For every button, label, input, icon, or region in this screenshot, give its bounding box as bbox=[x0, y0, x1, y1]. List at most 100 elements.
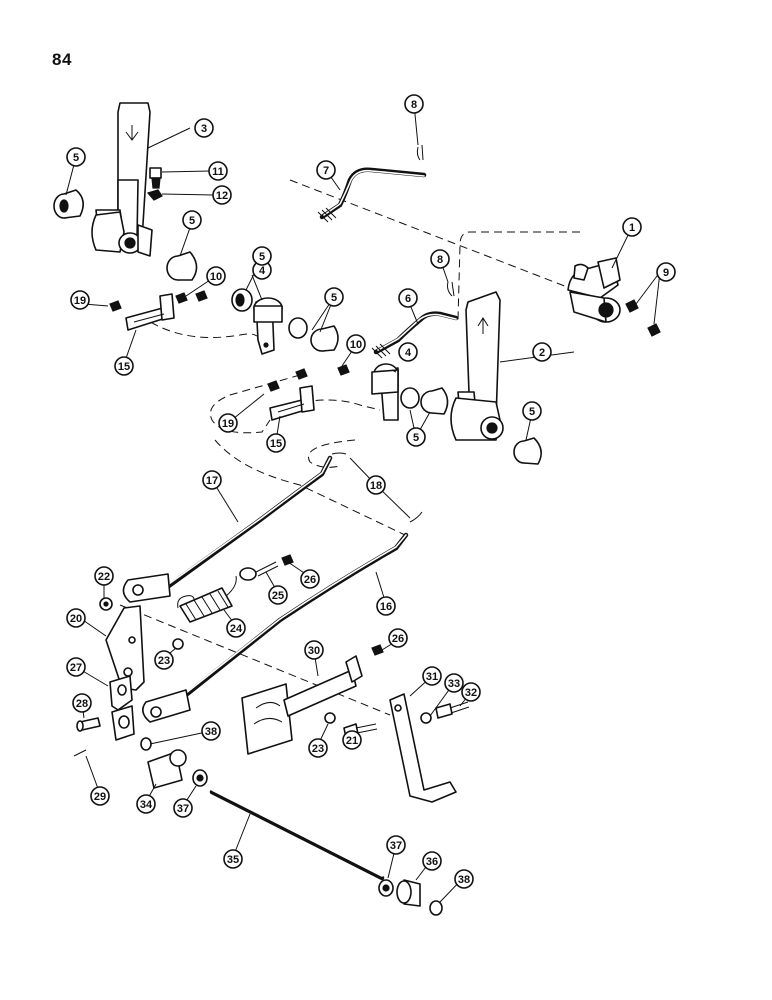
callout-5: 5 bbox=[182, 210, 202, 230]
callout-label: 17 bbox=[206, 475, 218, 487]
callout-15: 15 bbox=[266, 433, 286, 453]
callout-label: 18 bbox=[370, 480, 382, 492]
callout-label: 7 bbox=[323, 165, 329, 177]
callout-circle bbox=[202, 470, 222, 490]
lever-3 bbox=[91, 102, 153, 257]
callout-circle bbox=[252, 246, 272, 266]
callout-label: 12 bbox=[216, 190, 228, 202]
callout-circle bbox=[226, 618, 246, 638]
callout-circle bbox=[366, 475, 386, 495]
callout-label: 28 bbox=[76, 698, 88, 710]
callout-15: 15 bbox=[114, 356, 134, 376]
bushings-5-center bbox=[288, 317, 339, 352]
callout-21: 21 bbox=[342, 730, 362, 750]
callout-label: 32 bbox=[465, 687, 477, 699]
washers-22-23 bbox=[99, 597, 336, 724]
callout-circle bbox=[398, 342, 418, 362]
callout-label: 4 bbox=[405, 347, 412, 359]
rod-6 bbox=[371, 311, 459, 359]
callout-28: 28 bbox=[72, 693, 92, 713]
callout-circle bbox=[194, 118, 214, 138]
callout-33: 33 bbox=[444, 673, 464, 693]
callout-label: 3 bbox=[201, 123, 207, 135]
callout-1: 1 bbox=[622, 217, 642, 237]
nuts-9 bbox=[625, 299, 661, 337]
callout-circle bbox=[300, 569, 320, 589]
callout-circle bbox=[406, 427, 426, 447]
callout-circle bbox=[136, 794, 156, 814]
washers-37 bbox=[192, 769, 394, 897]
callout-29: 29 bbox=[90, 786, 110, 806]
callout-30: 30 bbox=[304, 640, 324, 660]
callout-5: 5 bbox=[406, 427, 426, 447]
callout-circle bbox=[212, 185, 232, 205]
callout-circle bbox=[114, 356, 134, 376]
spring-24 bbox=[177, 575, 237, 623]
callout-23: 23 bbox=[308, 738, 328, 758]
nut-12 bbox=[146, 189, 163, 201]
callout-circle bbox=[386, 835, 406, 855]
plate-30 bbox=[241, 655, 363, 755]
callout-circle bbox=[201, 721, 221, 741]
callout-label: 5 bbox=[73, 152, 79, 164]
alignment-lines bbox=[119, 179, 580, 716]
callout-circle bbox=[532, 342, 552, 362]
arm-4-upper bbox=[231, 288, 283, 355]
nut-26-lower bbox=[371, 644, 384, 656]
callout-22: 22 bbox=[94, 566, 114, 586]
callout-circle bbox=[208, 161, 228, 181]
pivot-1 bbox=[567, 257, 621, 323]
bracket-31 bbox=[389, 693, 457, 803]
callout-label: 29 bbox=[94, 791, 106, 803]
callout-37: 37 bbox=[173, 798, 193, 818]
callout-5: 5 bbox=[324, 287, 344, 307]
callout-18: 18 bbox=[366, 475, 386, 495]
callout-circle bbox=[66, 657, 86, 677]
callout-label: 36 bbox=[426, 856, 438, 868]
callout-10: 10 bbox=[346, 334, 366, 354]
callout-circle bbox=[398, 288, 418, 308]
callout-label: 5 bbox=[331, 292, 337, 304]
callout-label: 5 bbox=[529, 406, 535, 418]
callout-circle bbox=[268, 585, 288, 605]
callout-circle bbox=[376, 596, 396, 616]
bolt-32 bbox=[435, 701, 470, 719]
callout-circle bbox=[388, 628, 408, 648]
callout-35: 35 bbox=[223, 849, 243, 869]
callout-9: 9 bbox=[656, 262, 676, 282]
callout-circle bbox=[346, 334, 366, 354]
callout-12: 12 bbox=[212, 185, 232, 205]
rod-16 bbox=[142, 532, 409, 723]
callout-label: 30 bbox=[308, 645, 320, 657]
callout-label: 1 bbox=[629, 222, 635, 234]
clevis-27 bbox=[109, 675, 135, 741]
callout-circle bbox=[206, 266, 226, 286]
callout-23: 23 bbox=[154, 650, 174, 670]
cotter-pin-8-upper bbox=[416, 144, 424, 161]
callout-label: 5 bbox=[413, 432, 419, 444]
callout-26: 26 bbox=[300, 569, 320, 589]
callout-label: 25 bbox=[272, 590, 284, 602]
callout-circle bbox=[422, 851, 442, 871]
callout-circle bbox=[266, 433, 286, 453]
callout-38: 38 bbox=[454, 869, 474, 889]
cotter-pin-8-lower bbox=[447, 281, 455, 297]
callout-circle bbox=[72, 693, 92, 713]
callout-label: 31 bbox=[426, 671, 438, 683]
callout-19: 19 bbox=[218, 413, 238, 433]
callout-circle bbox=[656, 262, 676, 282]
callout-37: 37 bbox=[386, 835, 406, 855]
callout-label: 37 bbox=[390, 840, 402, 852]
bracket-15-lower bbox=[269, 385, 315, 421]
callout-circle bbox=[66, 608, 86, 628]
bushing-5-under-lever bbox=[166, 251, 198, 281]
callout-label: 6 bbox=[405, 293, 411, 305]
callout-8: 8 bbox=[404, 94, 424, 114]
callout-label: 15 bbox=[270, 438, 282, 450]
callout-circle bbox=[218, 413, 238, 433]
callout-27: 27 bbox=[66, 657, 86, 677]
callout-label: 8 bbox=[411, 99, 417, 111]
callout-circle bbox=[66, 147, 86, 167]
